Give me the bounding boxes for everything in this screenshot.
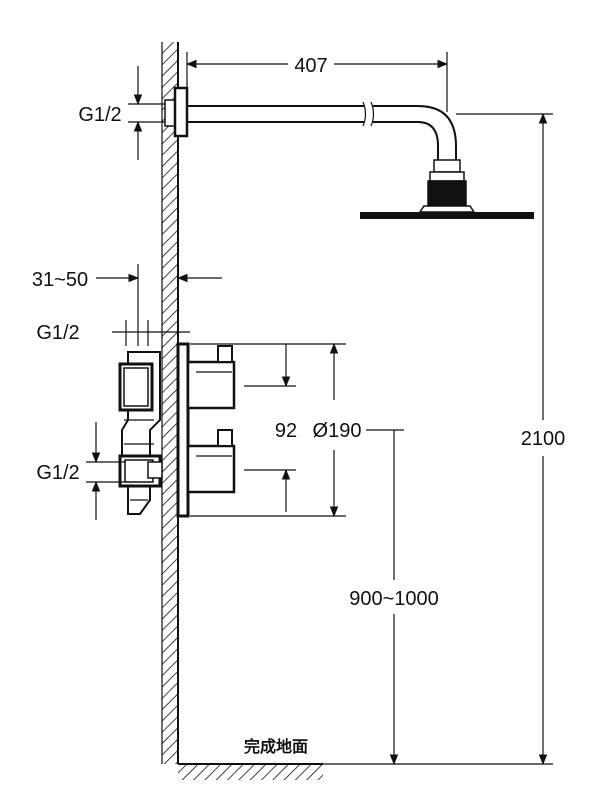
label-thread-top: G1/2 [78,104,121,126]
label-valve-spacing: 92 [275,420,297,442]
wall [161,42,179,764]
label-arm-length: 407 [294,55,327,77]
shower-arm [164,86,467,207]
label-plate-diameter: Ø190 [313,420,362,442]
shower-head [360,205,534,219]
dim-valve-spacing: 92 [244,344,297,512]
dim-total-height: 2100 [456,112,566,766]
label-thread-bottom: G1/2 [36,462,79,484]
finished-floor [178,763,553,780]
dim-thread-mid: G1/2 [36,320,190,346]
label-wall-depth: 31~50 [32,269,88,291]
dim-arm-length: 407 [185,52,449,112]
label-finished-floor: 完成地面 [244,737,308,756]
dim-wall-depth: 31~50 [32,264,222,346]
upper-handle [186,345,236,410]
label-thread-mid: G1/2 [36,322,79,344]
lower-handle [186,429,236,494]
dim-plate-diameter: Ø190 [190,342,362,518]
cover-plate [176,342,190,518]
label-total-height: 2100 [521,428,566,450]
label-valve-height: 900~1000 [349,588,439,610]
dim-thread-top: G1/2 [78,66,165,160]
dim-thread-bottom: G1/2 [36,422,126,520]
dim-valve-height: 900~1000 [349,429,439,766]
concealed-valve-body [118,351,163,515]
